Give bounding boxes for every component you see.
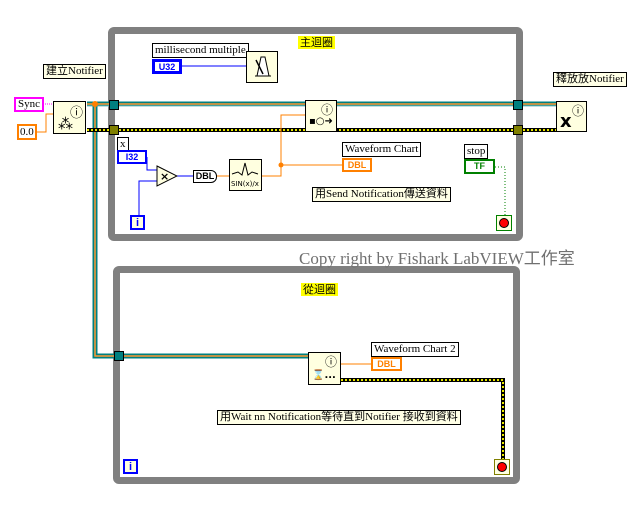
loop-condition-main[interactable] — [496, 215, 512, 231]
notifier-refnum-wire[interactable] — [87, 101, 558, 359]
stop-control[interactable]: TF — [464, 159, 495, 174]
stop-icon — [497, 462, 507, 472]
sync-constant[interactable]: Sync — [14, 97, 44, 112]
sinc-node[interactable]: SIN(x)/x — [229, 159, 262, 191]
send-notification-node[interactable]: ⓘ ▪○➜ — [305, 100, 337, 132]
error-tunnel-left[interactable] — [109, 125, 119, 135]
timeout-text: 0.0 — [20, 126, 34, 138]
refnum-tunnel-right[interactable] — [513, 100, 523, 110]
warning-icon: ⓘ — [321, 103, 334, 117]
stop-wire[interactable] — [495, 166, 506, 216]
x-wire[interactable] — [146, 157, 157, 171]
x-control[interactable]: I32 — [117, 150, 147, 164]
iteration-terminal-main: i — [130, 215, 145, 230]
iteration-text: i — [135, 217, 140, 229]
timeout-wire[interactable] — [36, 113, 53, 133]
sinc-out-wire[interactable] — [262, 114, 306, 177]
loop-condition-slave[interactable] — [494, 459, 510, 475]
waveform-chart-label: Waveform Chart — [342, 142, 422, 157]
sinc-icon — [231, 162, 259, 176]
iteration-terminal-slave: i — [123, 459, 138, 474]
i32-text: I32 — [125, 152, 139, 162]
dbl-text: DBL — [347, 160, 367, 170]
wait-comment: 用Wait nn Notification等待直到Notifier 接收到資料 — [217, 410, 461, 425]
waveform-chart-2-indicator[interactable]: DBL — [371, 357, 402, 371]
create-notifier-label: 建立Notifier — [43, 64, 106, 79]
send-comment: 用Send Notification傳送資料 — [312, 187, 451, 202]
send-notification-icon: ▪○➜ — [309, 116, 333, 127]
sync-text: Sync — [18, 98, 40, 110]
main-loop-title: 主迴圈 — [298, 36, 335, 49]
sinc-text: SIN(x)/x — [231, 180, 259, 188]
wait-ms-node[interactable] — [246, 51, 278, 83]
waveform-chart-indicator[interactable]: DBL — [342, 158, 372, 172]
create-notifier-node[interactable]: ⓘ ⁂ — [53, 101, 86, 134]
refnum-tunnel-slave[interactable] — [114, 351, 124, 361]
refnum-tunnel-left[interactable] — [109, 100, 119, 110]
i-wire[interactable] — [138, 180, 157, 216]
multiply-icon: × — [160, 170, 169, 183]
create-notifier-icon: ⁂ — [58, 115, 73, 133]
warning-icon: ⓘ — [325, 355, 338, 369]
wire-junction-2 — [278, 162, 284, 168]
tf-text: TF — [474, 161, 485, 171]
iteration-text-2: i — [128, 461, 133, 473]
wait-notification-node[interactable]: ⓘ ⌛... — [308, 352, 341, 385]
u32-text: U32 — [158, 62, 176, 72]
ms-multiple-control[interactable]: U32 — [152, 59, 182, 74]
release-notifier-icon: x — [560, 111, 572, 132]
dbl-text-2: DBL — [377, 359, 396, 369]
to-dbl-node[interactable]: DBL — [193, 170, 217, 183]
timeout-constant[interactable]: 0.0 — [17, 124, 37, 140]
release-notifier-label: 釋放放Notifier — [553, 72, 627, 87]
release-notifier-node[interactable]: ⓘ x — [556, 101, 587, 132]
multiply-node[interactable]: × — [156, 165, 178, 187]
metronome-icon — [255, 56, 271, 77]
stop-label: stop — [464, 144, 489, 159]
dbl-convert-text: DBL — [195, 171, 215, 181]
warning-icon: ⓘ — [572, 104, 585, 118]
warning-icon: ⓘ — [70, 106, 84, 121]
waveform-chart-2-label: Waveform Chart 2 — [371, 342, 459, 357]
ms-multiple-label: millisecond multiple — [152, 43, 249, 58]
slave-loop-title: 從迴圈 — [301, 283, 338, 296]
copyright-text: Copy right by Fishark LabVIEW工作室 — [299, 249, 575, 268]
wait-notification-icon: ⌛... — [312, 370, 336, 381]
error-tunnel-right[interactable] — [513, 125, 523, 135]
wire-junction — [92, 101, 98, 107]
stop-icon — [499, 218, 509, 228]
